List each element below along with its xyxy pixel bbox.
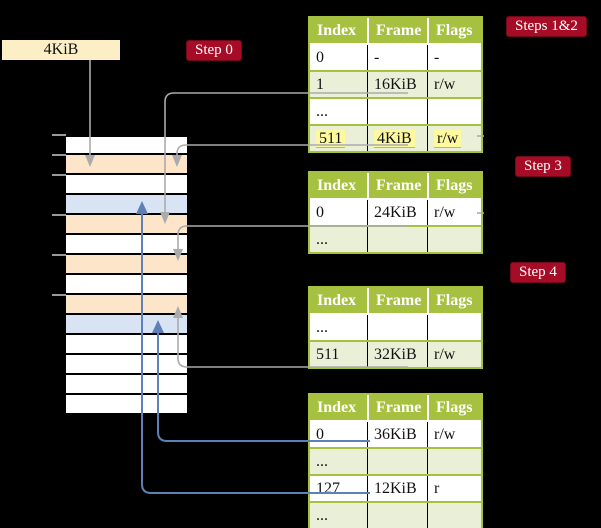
table-header-cell: Frame <box>367 173 427 198</box>
table-row: ... <box>310 99 481 124</box>
table-cell: r/w <box>427 342 481 367</box>
table-row: ... <box>310 315 481 340</box>
table-header-cell: Flags <box>427 288 481 313</box>
table-cell: 511 <box>310 126 367 151</box>
table-cell: 1 <box>316 76 324 93</box>
highlighted-value: 511 <box>316 130 346 147</box>
table-row: ... <box>310 227 481 252</box>
memory-row-blue <box>66 315 187 335</box>
table-cell: 511 <box>316 346 340 363</box>
table-cell: 16KiB <box>367 72 427 97</box>
table-cell <box>367 315 427 340</box>
badge-step4: Step 4 <box>510 262 566 283</box>
memory-tick <box>52 294 66 296</box>
memory-row-white <box>66 135 187 155</box>
table-cell <box>427 99 481 124</box>
table-cell: r/w <box>427 422 481 447</box>
table-cell: 24KiB <box>367 200 427 225</box>
table-row: ... <box>310 503 481 528</box>
table-cell: r/w <box>427 72 481 97</box>
badge-step0: Step 0 <box>186 40 242 61</box>
table-cell: ... <box>316 507 328 524</box>
highlighted-value: r/w <box>434 130 462 147</box>
memory-row-blue <box>66 195 187 215</box>
table-cell <box>427 227 481 252</box>
memory-row-white <box>66 175 187 195</box>
table-cell <box>427 315 481 340</box>
badge-step3: Step 3 <box>515 156 571 177</box>
table-cell: 0 <box>316 426 324 443</box>
table-header-cell: Frame <box>367 395 427 420</box>
table-cell <box>427 449 481 474</box>
physical-memory-column <box>66 135 187 415</box>
table-cell <box>427 503 481 528</box>
table-cell: r/w <box>427 126 481 151</box>
table-header-cell: Frame <box>367 18 427 43</box>
memory-row-white <box>66 355 187 375</box>
memory-row-peach <box>66 255 187 275</box>
table-cell: r <box>427 476 481 501</box>
memory-tick <box>52 254 66 256</box>
table-cell: ... <box>316 231 328 248</box>
table-cell: ... <box>316 103 328 120</box>
table-cell: 127 <box>316 480 340 497</box>
table-cell: 0 <box>316 204 324 221</box>
table-header-cell: Flags <box>427 173 481 198</box>
table-cell <box>367 227 427 252</box>
table-row: ... <box>310 449 481 474</box>
table-cell: - <box>427 45 481 70</box>
page-size-label: 4KiB <box>2 40 120 60</box>
memory-tick <box>52 214 66 216</box>
memory-tick <box>52 134 66 136</box>
memory-row-white <box>66 335 187 355</box>
table-cell: ... <box>316 453 328 470</box>
table-cell: - <box>367 45 427 70</box>
memory-row-white <box>66 275 187 295</box>
table-cell: 32KiB <box>367 342 427 367</box>
memory-row-peach <box>66 155 187 175</box>
memory-row-peach <box>66 215 187 235</box>
table-row: 511 4KiB r/w <box>310 126 481 151</box>
table-cell: 0 <box>316 49 324 66</box>
memory-row-white <box>66 395 187 415</box>
table-header-cell: Flags <box>427 395 481 420</box>
table-header-cell: Frame <box>367 288 427 313</box>
highlighted-value: 4KiB <box>374 130 415 147</box>
table-cell: 12KiB <box>367 476 427 501</box>
table-cell: 36KiB <box>367 422 427 447</box>
table-header-cell: Index <box>317 22 357 39</box>
table-cell: ... <box>316 319 328 336</box>
memory-tick <box>52 154 66 156</box>
table-header-cell: Index <box>317 292 357 309</box>
table-cell <box>367 449 427 474</box>
table-row: 0 -- <box>310 45 481 70</box>
table-cell: 4KiB <box>367 126 427 151</box>
memory-row-peach <box>66 295 187 315</box>
table-header-cell: Flags <box>427 18 481 43</box>
memory-row-white <box>66 375 187 395</box>
table-header-cell: Index <box>317 177 357 194</box>
table-cell: r/w <box>427 200 481 225</box>
badge-steps1and2: Steps 1&2 <box>506 16 587 37</box>
table-cell <box>367 503 427 528</box>
memory-tick <box>52 174 66 176</box>
memory-row-white <box>66 235 187 255</box>
table-cell <box>367 99 427 124</box>
table-header-cell: Index <box>317 399 357 416</box>
